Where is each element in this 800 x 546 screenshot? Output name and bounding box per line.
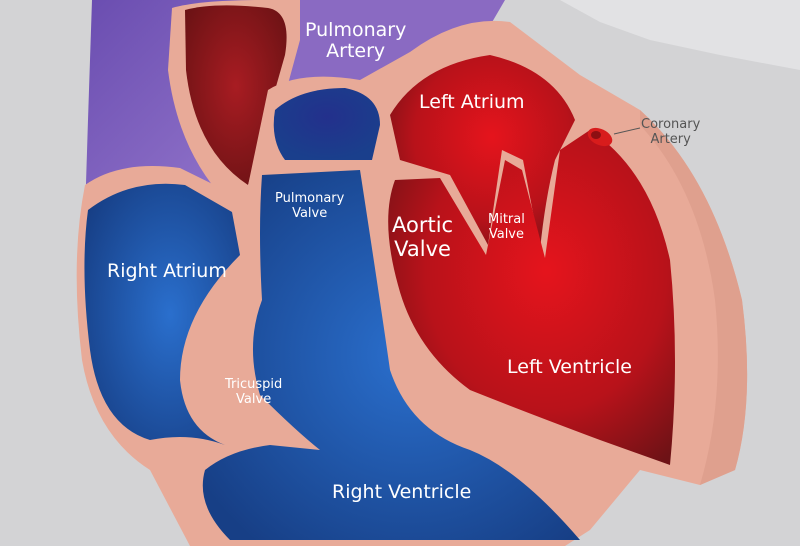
pulmonary-artery-line-1: Pulmonary xyxy=(305,19,407,41)
pale-vessel xyxy=(560,0,800,70)
right-atrium-label: Right Atrium xyxy=(107,260,227,282)
right-ventricle-label: Right Ventricle xyxy=(332,481,472,503)
mitral-valve-line-2: Valve xyxy=(488,226,524,242)
coronary-artery-line-1: Coronary xyxy=(641,117,701,132)
coronary-artery-lumen xyxy=(591,131,601,139)
aorta-lumen xyxy=(185,5,287,185)
tricuspid-valve-label: Tricuspid Valve xyxy=(225,377,283,407)
outer-wall xyxy=(640,110,748,485)
right-ventricle-chamber xyxy=(202,170,580,540)
pulmonary-valve-lumen xyxy=(273,88,380,160)
coronary-artery-line-2: Artery xyxy=(650,131,691,147)
pulmonary-valve-line-2: Valve xyxy=(292,205,328,221)
aortic-valve-label: Aortic Valve xyxy=(392,213,454,261)
coronary-artery-label: Coronary Artery xyxy=(641,117,701,147)
tricuspid-valve-line-1: Tricuspid xyxy=(225,377,283,392)
mitral-valve-label: Mitral Valve xyxy=(488,212,525,242)
tricuspid-valve-line-2: Valve xyxy=(236,391,272,407)
mitral-valve-line-1: Mitral xyxy=(488,212,525,227)
left-atrium-label: Left Atrium xyxy=(419,91,525,113)
pulmonary-artery-label: Pulmonary Artery xyxy=(305,19,407,63)
coronary-pointer xyxy=(613,127,641,135)
pulmonary-artery-vessel xyxy=(300,0,505,95)
pulmonary-valve-line-1: Pulmonary xyxy=(275,191,345,206)
pulmonary-valve-label: Pulmonary Valve xyxy=(275,191,345,221)
left-atrium-chamber xyxy=(390,55,575,250)
right-atrium-chamber xyxy=(84,183,240,445)
aortic-valve-line-2: Valve xyxy=(394,236,451,261)
aortic-valve-line-1: Aortic xyxy=(392,213,454,237)
left-ventricle-label: Left Ventricle xyxy=(507,356,632,378)
left-ventricle-chamber xyxy=(388,130,675,465)
pulmonary-artery-line-2: Artery xyxy=(326,40,386,63)
